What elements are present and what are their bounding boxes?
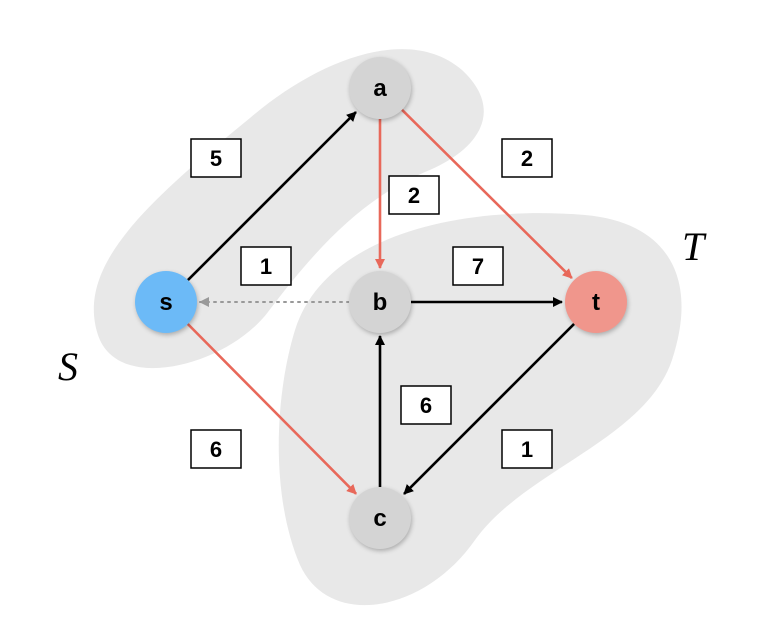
weight-box-c-b: 6 — [400, 385, 452, 425]
weight-box-frame — [501, 138, 553, 178]
node-c: c — [349, 487, 411, 549]
weight-box-s-c: 6 — [190, 429, 242, 469]
weight-box-a-b: 2 — [388, 175, 440, 215]
edge-weight-label: 7 — [472, 254, 484, 279]
weight-box-a-t: 2 — [501, 138, 553, 178]
weight-box-s-a: 5 — [190, 138, 242, 178]
node-label: a — [373, 75, 387, 102]
edge-weight-label: 2 — [408, 183, 420, 208]
node-label: b — [373, 289, 388, 316]
region-label-S: S — [58, 344, 78, 389]
weight-box-t-c: 1 — [501, 429, 553, 469]
weight-box-frame — [400, 385, 452, 425]
node-t: t — [565, 271, 627, 333]
weight-box-b-t: 7 — [452, 246, 504, 286]
node-label: t — [592, 289, 600, 316]
node-s: s — [135, 271, 197, 333]
node-a: a — [349, 57, 411, 119]
node-label: s — [159, 289, 172, 316]
edge-weight-label: 1 — [521, 437, 533, 462]
node-b: b — [349, 271, 411, 333]
weight-box-frame — [240, 246, 292, 286]
node-circle — [349, 487, 411, 549]
edge-t-c — [403, 323, 575, 495]
edge-a-t — [401, 108, 573, 279]
weight-box-frame — [452, 246, 504, 286]
edge-weight-label: 2 — [521, 146, 533, 171]
weight-box-b-s: 1 — [240, 246, 292, 286]
edge-s-a — [187, 111, 357, 281]
edge-weight-label: 6 — [210, 437, 222, 462]
node-circle — [349, 271, 411, 333]
node-circle — [135, 271, 197, 333]
edge-weight-label: 6 — [420, 393, 432, 418]
edge-s-c — [186, 323, 357, 495]
weight-box-frame — [190, 429, 242, 469]
weight-box-frame — [388, 175, 440, 215]
node-label: c — [373, 505, 386, 532]
node-circle — [349, 57, 411, 119]
weight-box-frame — [190, 138, 242, 178]
edge-weight-label: 5 — [210, 146, 222, 171]
edge-weight-label: 1 — [260, 254, 272, 279]
weight-box-frame — [501, 429, 553, 469]
region-label-T: T — [682, 224, 707, 269]
node-circle — [565, 271, 627, 333]
